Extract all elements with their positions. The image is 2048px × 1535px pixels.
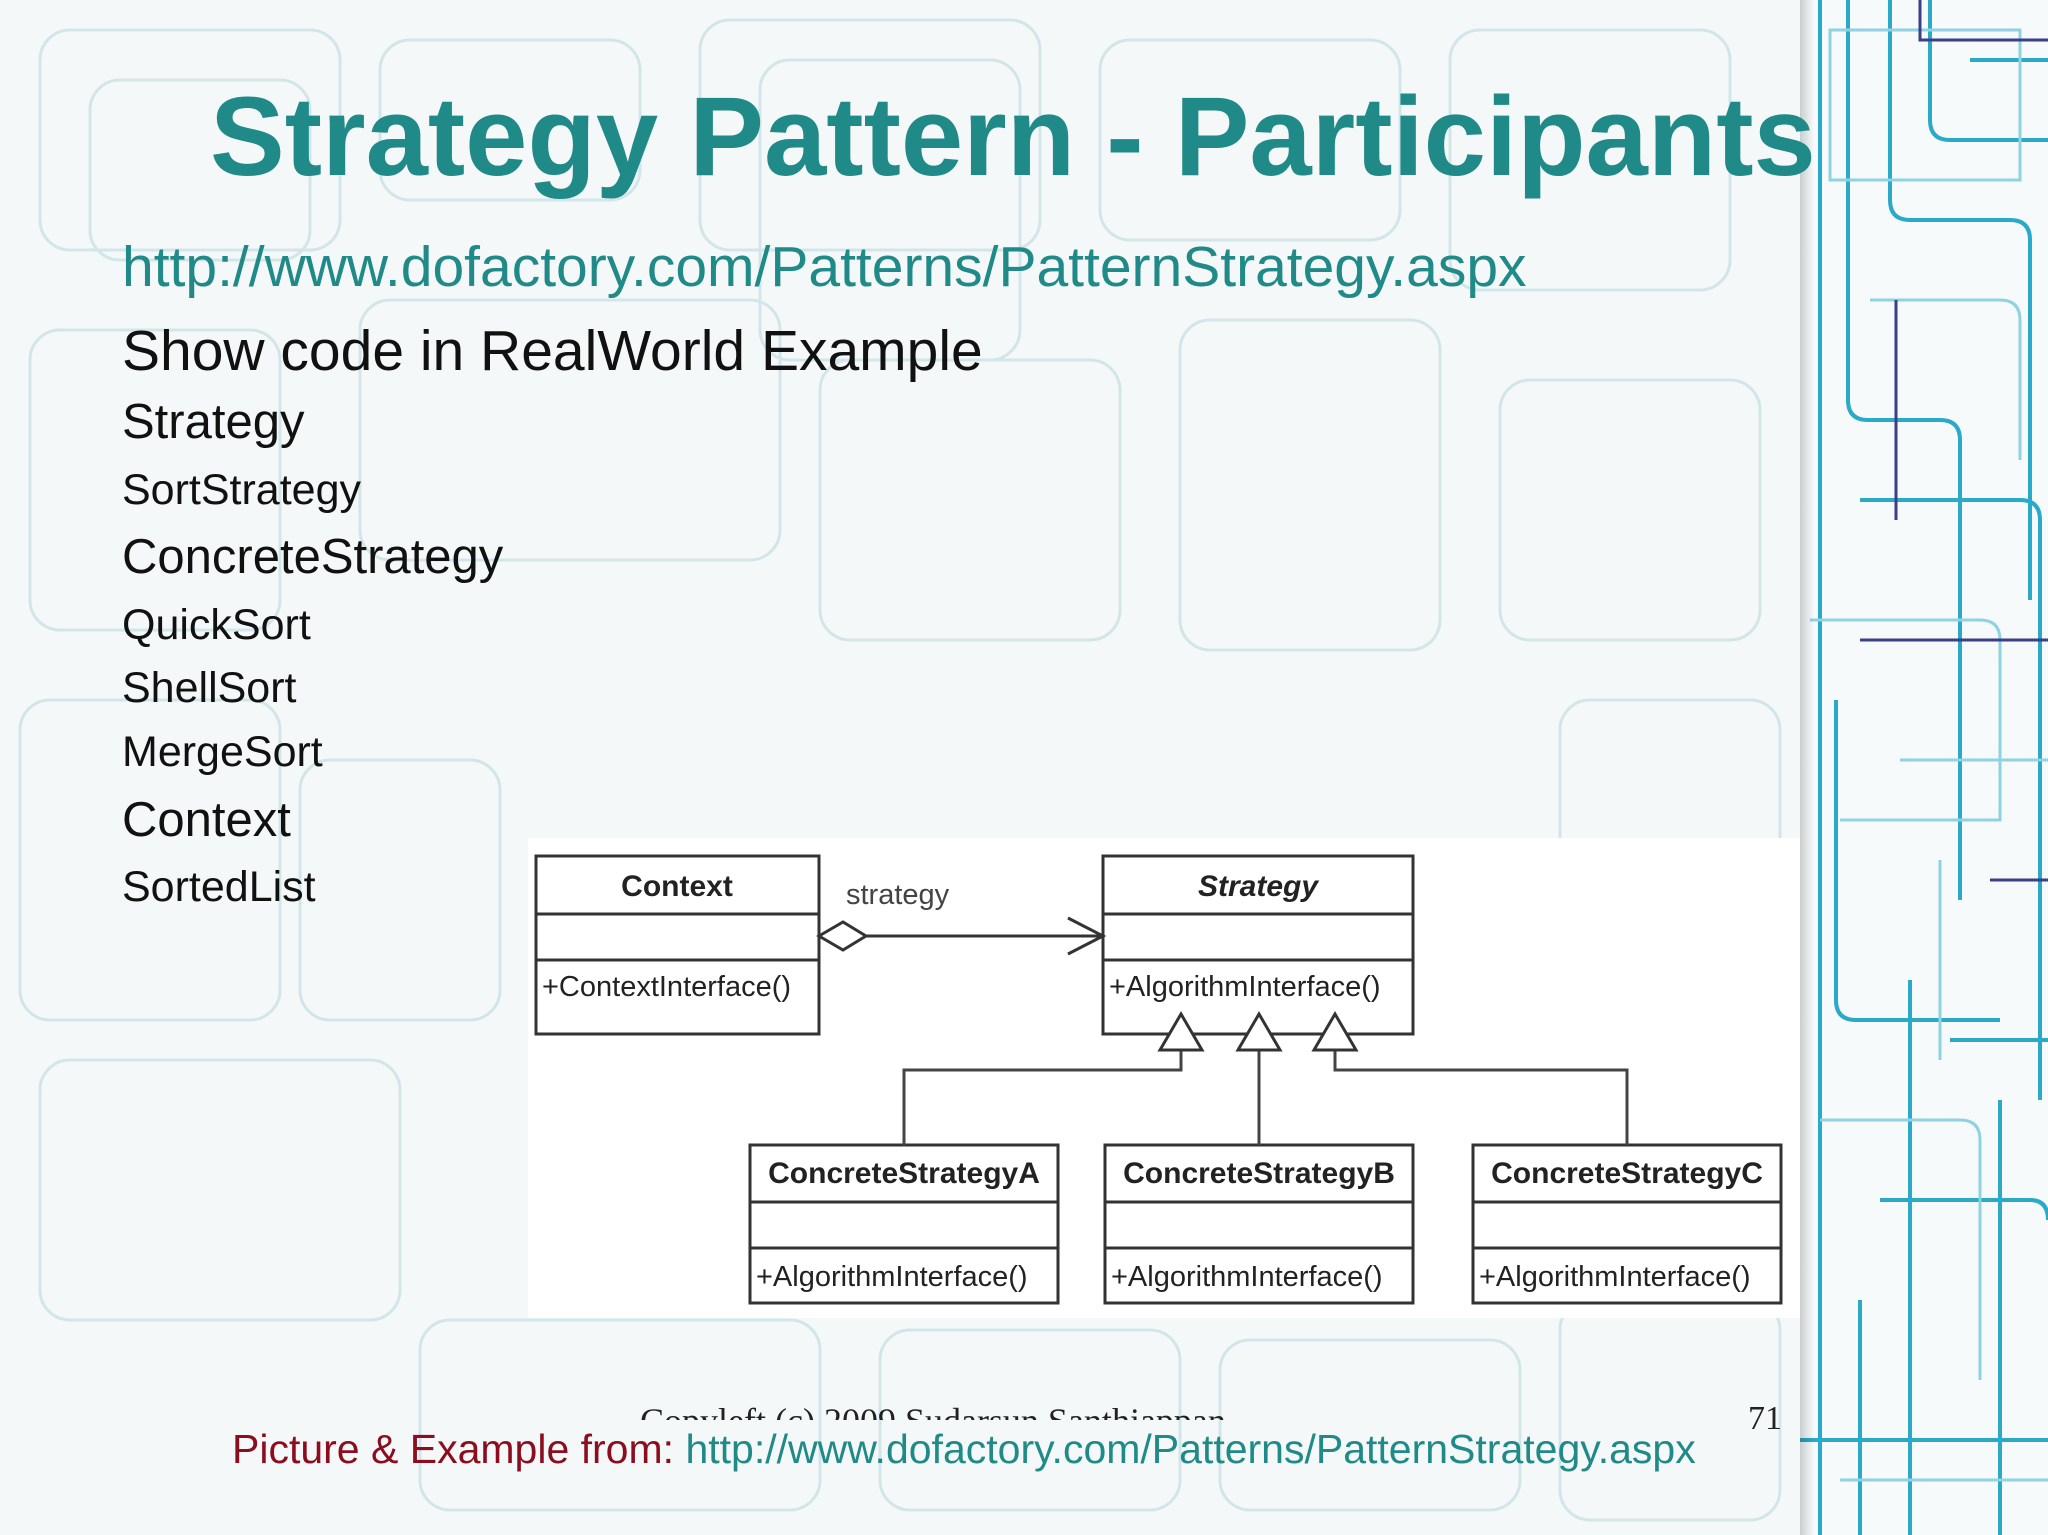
list-item: ShellSort [122,664,297,712]
concrete-strategy-c-name: ConcreteStrategyC [1491,1157,1763,1190]
inheritance-triangle-b [1235,1011,1283,1052]
copyleft-footer: Copyleft (c) 2009 Sudarsun Santhiappan [640,1398,1240,1420]
credit-link[interactable]: http://www.dofactory.com/Patterns/Patter… [685,1426,1696,1472]
uml-class-diagram: Context +ContextInterface() strategy Str… [534,854,1783,1305]
source-link[interactable]: http://www.dofactory.com/Patterns/Patter… [122,235,1527,299]
strategy-operation: +AlgorithmInterface() [1109,971,1381,1003]
concrete-strategy-b-operation: +AlgorithmInterface() [1111,1261,1383,1293]
show-code-text: Show code in RealWorld Example [122,319,983,383]
inheritance-triangle-a [1157,1011,1205,1052]
aggregation-diamond [816,920,869,952]
credit-label: Picture & Example from: [232,1426,686,1472]
list-item: ConcreteStrategy [122,530,504,584]
list-item: QuickSort [122,601,311,649]
page-number: 71 [1748,1400,1782,1437]
concrete-strategy-b-box [1103,1143,1415,1305]
list-item: SortStrategy [122,466,361,514]
decorative-line-pattern [1800,0,2048,1535]
concrete-strategy-a-operation: +AlgorithmInterface() [756,1261,1028,1293]
concrete-strategy-a-name: ConcreteStrategyA [768,1157,1040,1190]
association-label: strategy [846,879,950,911]
strategy-class-name: Strategy [1198,870,1319,903]
list-item: Context [122,793,291,847]
context-operation: +ContextInterface() [542,971,791,1003]
inheritance-triangle-c [1311,1011,1359,1052]
strategy-class-box [1101,854,1415,1036]
inheritance-line-a [902,1050,1183,1145]
concrete-strategy-a-box [748,1143,1060,1305]
slide-edge-shadow [1800,0,1814,1535]
credit-line: Picture & Example from: http://www.dofac… [232,1424,1696,1474]
slide-title: Strategy Pattern - Participants [210,74,1816,199]
association-arrowhead [1067,916,1107,956]
list-item: Strategy [122,395,305,449]
list-item: MergeSort [122,728,323,776]
context-class-box [534,854,821,1036]
concrete-strategy-c-box [1471,1143,1783,1305]
list-item: SortedList [122,863,316,911]
context-class-name: Context [621,870,733,903]
inheritance-line-c [1333,1050,1629,1145]
concrete-strategy-b-name: ConcreteStrategyB [1123,1157,1395,1190]
concrete-strategy-c-operation: +AlgorithmInterface() [1479,1261,1751,1293]
